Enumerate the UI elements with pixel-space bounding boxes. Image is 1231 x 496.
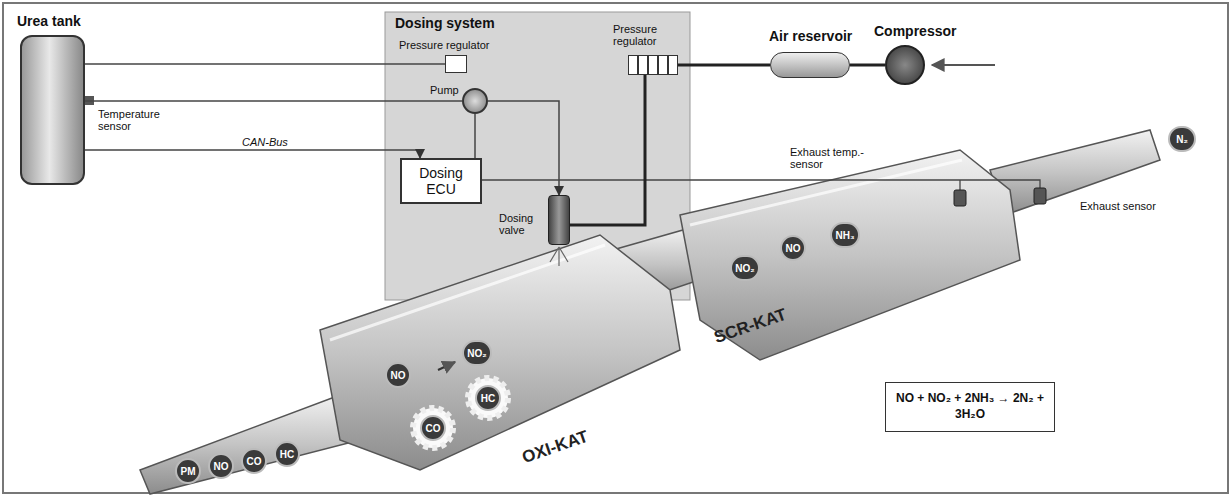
molecule: NO bbox=[780, 235, 806, 261]
sensor-label: Exhaust temp.- sensor bbox=[790, 146, 900, 170]
connector bbox=[85, 100, 462, 102]
connector bbox=[474, 114, 476, 158]
sensor-label: Temperature sensor bbox=[98, 108, 184, 132]
node-label: Air reservoir bbox=[769, 29, 852, 44]
scr-catalyst: SCR-KAT NO₂ NO NH₃ bbox=[680, 150, 1020, 360]
intake-arrow bbox=[932, 64, 995, 66]
molecule: NO bbox=[208, 453, 234, 479]
connector bbox=[678, 64, 770, 67]
node-text: CO bbox=[247, 456, 262, 467]
pump: Pump bbox=[462, 88, 488, 114]
bus-label: CAN-Bus bbox=[240, 136, 290, 148]
molecule: NO₂ bbox=[462, 340, 492, 366]
molecule: N₂ bbox=[1168, 126, 1196, 152]
node-text: N₂ bbox=[1176, 134, 1188, 145]
connector bbox=[85, 150, 420, 158]
connector bbox=[850, 64, 885, 67]
connector bbox=[85, 63, 445, 65]
node-text: NH₃ bbox=[835, 230, 854, 241]
node-text: NO bbox=[214, 461, 229, 472]
connector bbox=[570, 75, 645, 225]
compressor: Compressor bbox=[885, 45, 925, 85]
molecule: CO bbox=[241, 448, 267, 474]
node-label: Pressure regulator bbox=[399, 39, 490, 51]
exhaust-line bbox=[140, 130, 1160, 494]
reaction-equation: NO + NO₂ + 2NH₃ → 2N₂ + 3H₂O bbox=[885, 382, 1055, 432]
dosing-ecu: Dosing ECU bbox=[400, 158, 482, 204]
pressure-regulator: Pressure regulator bbox=[628, 55, 678, 75]
frame bbox=[3, 3, 1228, 493]
node-text: PM bbox=[181, 466, 196, 477]
oxidation-catalyst: OXI-KAT NO NO₂ CO HC bbox=[320, 235, 680, 470]
connector bbox=[488, 101, 559, 195]
air-reservoir: Air reservoir bbox=[770, 52, 850, 78]
molecule: NO₂ bbox=[730, 255, 760, 281]
node-text: NO bbox=[391, 370, 406, 381]
gear bbox=[413, 378, 508, 448]
node-label: Urea tank bbox=[17, 14, 81, 29]
molecule: NO bbox=[385, 362, 411, 388]
spray bbox=[550, 247, 568, 266]
node-label: Dosing valve bbox=[499, 212, 547, 236]
node-label: SCR-KAT bbox=[712, 306, 789, 348]
node-text: NO₂ bbox=[467, 348, 486, 359]
molecule: HC bbox=[475, 385, 501, 411]
reaction-arrow bbox=[438, 362, 455, 370]
dosing-valve: Dosing valve bbox=[548, 195, 570, 245]
node-text: Dosing ECU bbox=[411, 165, 471, 197]
node-text: NO₂ bbox=[735, 263, 754, 274]
molecule: CO bbox=[420, 415, 446, 441]
node-text: NO + NO₂ + 2NH₃ → 2N₂ + 3H₂O bbox=[895, 391, 1045, 422]
molecule: PM bbox=[175, 458, 201, 484]
node-label: Pressure regulator bbox=[613, 23, 679, 47]
node-text: HC bbox=[280, 449, 294, 460]
pressure-regulator: Pressure regulator bbox=[445, 55, 467, 73]
node-label: Compressor bbox=[874, 24, 956, 39]
exhaust-sensor bbox=[954, 188, 1046, 206]
dosing-system-panel: Dosing systemPressure regulatorPumpDosin… bbox=[385, 12, 690, 300]
node-label: OXI-KAT bbox=[520, 428, 591, 468]
node-text: CO bbox=[426, 423, 441, 434]
node-label: Dosing system bbox=[395, 16, 495, 31]
molecule: HC bbox=[274, 441, 300, 467]
node-text: NO bbox=[786, 243, 801, 254]
sensor-label: Exhaust sensor bbox=[1080, 200, 1180, 212]
urea-tank: Urea tank bbox=[20, 35, 85, 185]
molecule: NH₃ bbox=[830, 222, 860, 248]
node-text: HC bbox=[481, 393, 495, 404]
node-label: Pump bbox=[430, 84, 459, 96]
